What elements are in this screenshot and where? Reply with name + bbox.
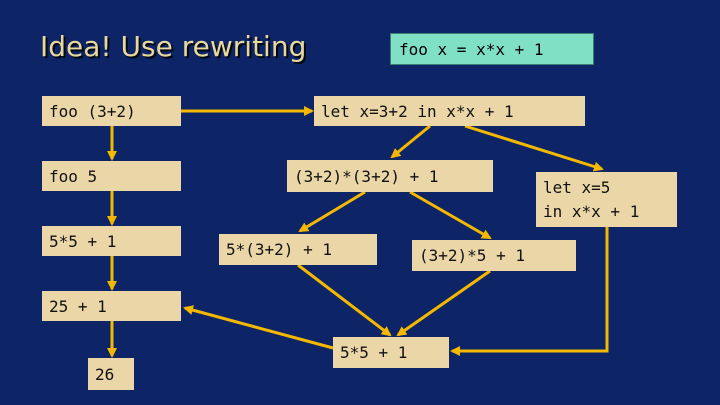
arrow-n8-n11 (297, 263, 392, 337)
arrow-n11-n4 (183, 305, 334, 350)
node-let-x-5-line2: in x*x + 1 (543, 201, 640, 221)
arrow-n6-n7 (390, 124, 431, 159)
node-let-x-5-line1: let x=5 (543, 177, 611, 197)
arrow-n6-n10 (464, 124, 604, 172)
node-3plus2-times-3plus2: (3+2)*(3+2) + 1 (287, 160, 493, 192)
node-5x5-plus-1-left: 5*5 + 1 (42, 226, 181, 256)
node-5x5-plus-1-center: 5*5 + 1 (333, 337, 449, 368)
arrow-n9-n11 (396, 269, 491, 337)
arrow-n7-n9 (409, 190, 492, 240)
node-let-x-3plus2: let x=3+2 in x*x + 1 (314, 96, 585, 126)
node-26: 26 (88, 358, 134, 390)
slide-title: Idea! Use rewriting (40, 30, 307, 63)
arrow-n10-n11 (450, 227, 609, 356)
arrow-n7-n8 (298, 190, 366, 233)
node-3plus2-times-5: (3+2)*5 + 1 (412, 240, 576, 271)
node-foo-3plus2: foo (3+2) (42, 96, 181, 126)
node-25-plus-1: 25 + 1 (42, 291, 181, 321)
definition-box: foo x = x*x + 1 (390, 33, 594, 65)
node-let-x-5: let x=5 in x*x + 1 (536, 172, 677, 227)
node-foo-5: foo 5 (42, 161, 181, 191)
node-5-times-3plus2: 5*(3+2) + 1 (219, 234, 377, 265)
